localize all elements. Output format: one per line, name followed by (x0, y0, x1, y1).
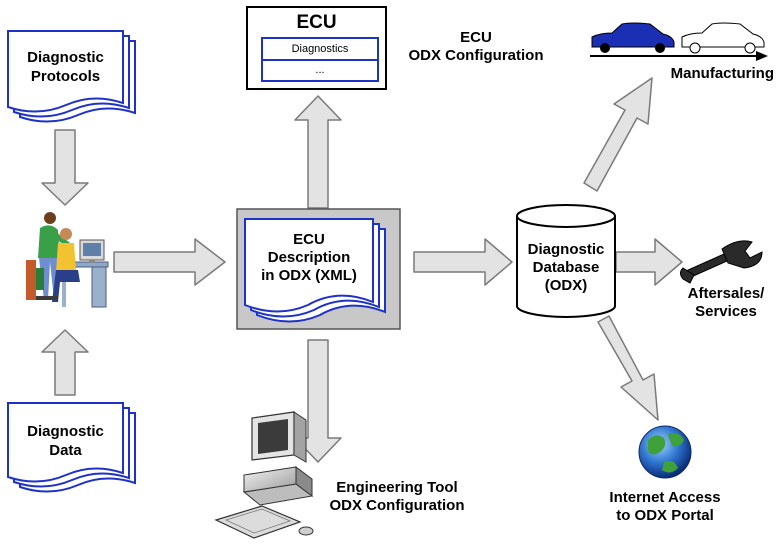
ecu-odx-configuration-label: ECU ODX Configuration (408, 29, 544, 64)
arrow-description-to-ecu (294, 95, 342, 209)
desktop-computer-icon (214, 411, 314, 539)
ecu-ellipsis-row: ... (315, 64, 325, 76)
arrow-data-to-workstation (41, 329, 89, 396)
arrow-database-to-manufacturing (583, 77, 653, 192)
car-icon (591, 22, 765, 54)
engineering-tool-label: Engineering Tool ODX Configuration (329, 479, 465, 514)
arrow-database-to-aftersales (615, 238, 683, 286)
arrow-database-to-internet (597, 315, 659, 421)
ecu-box-title: ECU (296, 12, 337, 33)
diagnostic-database-cylinder (516, 204, 616, 318)
arrow-workstation-to-description (113, 238, 226, 286)
ecu-description-label: ECU Description in ODX (XML) (261, 231, 357, 284)
diagnostic-protocols-label: Diagnostic Protocols (27, 49, 104, 85)
diagnostic-data-label: Diagnostic Data (27, 423, 104, 459)
globe-icon (638, 425, 692, 479)
engineers-workstation-icon (26, 212, 109, 308)
diagnostic-database-label: Diagnostic Database (ODX) (527, 241, 605, 294)
ecu-description-panel (236, 208, 401, 330)
manufacturing-label: Manufacturing (670, 65, 774, 82)
wrench-icon (680, 240, 763, 284)
manufacturing-line-arrow (590, 51, 768, 61)
arrow-description-to-database (413, 238, 513, 286)
ecu-diagnostics-row: Diagnostics (291, 43, 349, 55)
diagnostic-data-document (7, 402, 136, 493)
ecu-box (246, 6, 387, 90)
internet-access-label: Internet Access to ODX Portal (609, 489, 721, 524)
arrow-protocols-to-workstation (41, 129, 89, 206)
diagnostic-protocols-document (7, 30, 136, 123)
aftersales-services-label: Aftersales/ Services (687, 285, 765, 320)
